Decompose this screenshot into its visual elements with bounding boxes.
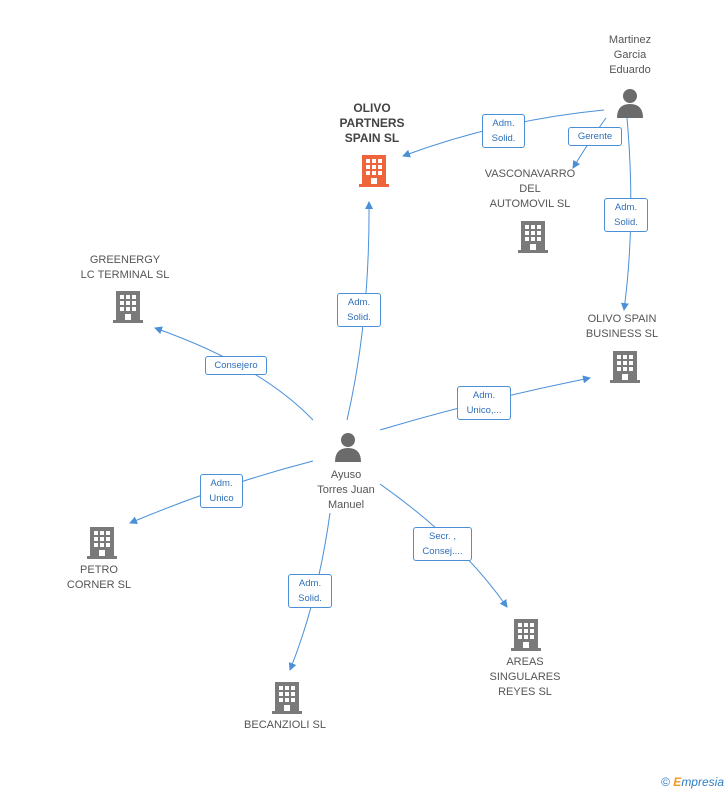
node-label-ayuso: Ayuso Torres Juan Manuel [317,469,375,511]
edge-label-ayuso-becanzioli: Adm. Solid. [288,574,332,608]
building-icon [87,527,117,559]
edge-label-martinez-olivo-partners: Adm. Solid. [482,114,525,148]
building-icon [272,682,302,714]
node-label-olivo-partners: OLIVO PARTNERS SPAIN SL [339,101,405,145]
edge-label-ayuso-areas: Secr. , Consej.... [413,527,472,561]
node-label-greenergy: GREENERGY LC TERMINAL SL [80,254,170,281]
edge-label-martinez-vasconavarro: Gerente [568,127,622,146]
edge-label-ayuso-petro: Adm. Unico [200,474,243,508]
edge-label-martinez-olivo-spain: Adm. Solid. [604,198,648,232]
edge-label-ayuso-olivo-spain: Adm. Unico,... [457,386,511,420]
node-label-petro: PETRO CORNER SL [66,564,132,591]
building-icon [518,221,548,253]
building-icon [359,155,389,187]
person-icon [335,433,361,462]
copyright-symbol: © [661,775,670,789]
person-icon [617,89,643,118]
brand-logo-initial: E [673,775,682,789]
edge-label-ayuso-greenergy: Consejero [205,356,267,375]
edge-label-ayuso-olivo-partners: Adm. Solid. [337,293,381,327]
node-label-martinez: Martinez Garcia Eduardo [608,34,652,76]
building-icon [113,291,143,323]
node-label-becanzioli: BECANZIOLI SL [244,719,326,731]
building-icon [610,351,640,383]
brand-footer: © Empresia [661,775,724,789]
building-icon [511,619,541,651]
brand-logo-text: mpresia [681,775,724,789]
node-label-olivo-spain: OLIVO SPAIN BUSINESS SL [585,313,659,340]
node-label-areas: AREAS SINGULARES REYES SL [489,656,561,698]
node-label-vasconavarro: VASCONAVARRO DEL AUTOMOVIL SL [484,168,576,210]
